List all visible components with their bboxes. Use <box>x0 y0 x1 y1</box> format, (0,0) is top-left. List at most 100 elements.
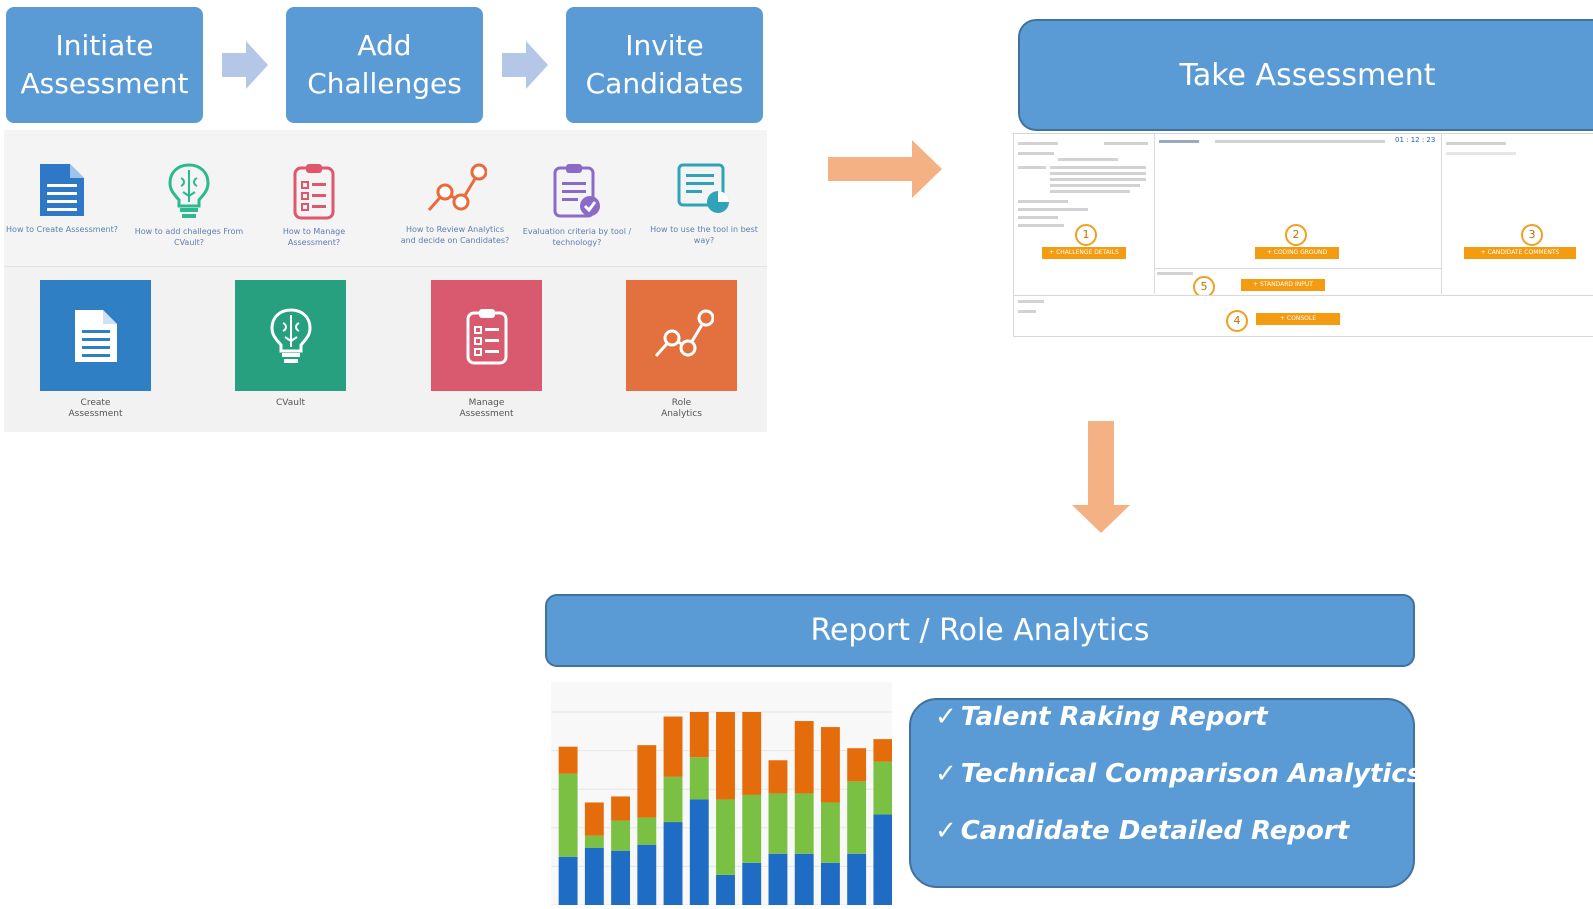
module-tile-create-assessment[interactable] <box>40 280 151 391</box>
step-initiate-assessment: Initiate Assessment <box>6 7 203 123</box>
module-tile-role-analytics[interactable] <box>626 280 737 391</box>
bar-segment-8-series-3 <box>742 862 762 905</box>
analytics-chart <box>551 682 893 906</box>
help-link-add-challenges[interactable]: How to add challeges From CVault? <box>134 162 244 248</box>
candidate-comments-button[interactable]: + CANDIDATE COMMENTS <box>1464 247 1576 259</box>
coding-ground-button[interactable]: + CODING GROUND <box>1255 247 1339 259</box>
module-caption-create-assessment: Create Assessment <box>68 398 123 419</box>
bar-segment-1-series-2 <box>558 773 578 857</box>
flow-arrow-right <box>828 140 942 198</box>
bar-segment-4-series-3 <box>637 844 657 905</box>
step-add-challenges: Add Challenges <box>286 7 483 123</box>
help-links-row: How to Create Assessment? How to add cha… <box>4 130 767 267</box>
bar-segment-5-series-3 <box>663 822 683 905</box>
console-pane: 4 + CONSOLE <box>1014 295 1593 336</box>
bar-segment-1-series-3 <box>558 856 578 905</box>
step-arrow-1 <box>222 41 268 89</box>
console-button[interactable]: + CONSOLE <box>1256 313 1340 325</box>
bar-segment-4-series-1 <box>637 745 657 818</box>
checkmark-icon: ✓ <box>935 816 957 846</box>
take-assessment-box: Take Assessment <box>1018 19 1593 131</box>
coding-ground-pane: 01 : 12 : 23 2 + CODING GROUND 5 + STAND… <box>1155 134 1442 298</box>
role-analytics-icon <box>654 309 714 357</box>
help-link-text: Evaluation criteria by tool / technology… <box>522 227 632 247</box>
bar-segment-5-series-1 <box>663 716 683 777</box>
dashboard-panel: How to Create Assessment? How to add cha… <box>4 130 767 432</box>
help-link-text: How to use the tool in best way? <box>650 225 758 245</box>
report-features-box: ✓Talent Raking Report ✓Technical Compari… <box>909 698 1422 888</box>
document-icon <box>74 309 117 362</box>
lightbulb-brain-icon <box>168 163 210 218</box>
help-link-best-way[interactable]: How to use the tool in best way? <box>649 162 759 246</box>
bar-segment-12-series-1 <box>847 748 867 782</box>
bar-segment-10-series-3 <box>794 853 814 905</box>
bar-segment-7-series-2 <box>716 799 735 875</box>
bar-segment-8-series-2 <box>742 794 762 863</box>
bar-segment-8-series-1 <box>742 712 762 795</box>
step-badge-3: 3 <box>1521 224 1543 246</box>
bar-segment-13-series-1 <box>873 739 893 762</box>
bar-segment-12-series-3 <box>847 853 867 905</box>
monitor-chart-icon <box>677 163 729 213</box>
help-link-text: How to Create Assessment? <box>6 225 118 234</box>
step-badge-2: 2 <box>1285 224 1307 246</box>
feature-item: ✓Talent Raking Report <box>935 702 1268 732</box>
bar-segment-11-series-2 <box>820 802 840 863</box>
bar-segment-7-series-3 <box>716 874 735 905</box>
checkmark-icon: ✓ <box>935 759 957 789</box>
bar-segment-11-series-1 <box>820 727 840 803</box>
help-link-review-analytics[interactable]: How to Review Analytics and decide on Ca… <box>400 162 510 246</box>
bar-segment-9-series-3 <box>768 853 788 905</box>
challenge-details-pane: 1 + CHALLENGE DETAILS <box>1014 134 1155 294</box>
feature-item: ✓Technical Comparison Analytics <box>935 759 1423 789</box>
help-link-text: How to Manage Assessment? <box>282 227 346 247</box>
module-caption-cvault: CVault <box>276 398 305 408</box>
step-badge-4: 4 <box>1226 310 1248 332</box>
step-arrow-2 <box>502 41 548 89</box>
module-tile-cvault[interactable] <box>235 280 346 391</box>
bar-segment-3-series-3 <box>611 850 631 905</box>
bar-segment-9-series-2 <box>768 793 788 854</box>
bar-segment-1-series-1 <box>558 746 578 774</box>
bar-segment-13-series-2 <box>873 761 893 815</box>
help-link-create-assessment[interactable]: How to Create Assessment? <box>6 162 118 235</box>
lightbulb-brain-icon <box>269 307 312 363</box>
help-link-evaluation-criteria[interactable]: Evaluation criteria by tool / technology… <box>522 162 632 248</box>
candidate-comments-pane: 3 + CANDIDATE COMMENTS <box>1442 134 1593 294</box>
document-icon <box>40 164 84 216</box>
clipboard-checklist-icon <box>466 308 507 364</box>
checkmark-icon: ✓ <box>935 702 957 732</box>
module-caption-role-analytics: Role Analytics <box>661 398 702 419</box>
stacked-bar-chart <box>551 711 893 906</box>
challenge-details-button[interactable]: + CHALLENGE DETAILS <box>1042 247 1126 259</box>
assessment-screen-thumbnail: 1 + CHALLENGE DETAILS 01 : 12 : 23 2 + C… <box>1013 133 1593 337</box>
step-invite-candidates: Invite Candidates <box>566 7 763 123</box>
bar-segment-13-series-3 <box>873 814 893 905</box>
clipboard-check-icon <box>553 164 600 218</box>
clipboard-checklist-icon <box>293 164 335 220</box>
help-link-text: How to Review Analytics and decide on Ca… <box>400 225 510 245</box>
help-link-manage-assessment[interactable]: How to Manage Assessment? <box>264 162 364 248</box>
bar-segment-10-series-2 <box>794 793 814 854</box>
bar-segment-3-series-2 <box>611 820 631 851</box>
bar-segment-2-series-3 <box>584 847 604 905</box>
bar-segment-2-series-2 <box>584 835 604 848</box>
bar-segment-3-series-1 <box>611 796 631 821</box>
help-link-text: How to add challeges From CVault? <box>134 227 244 247</box>
clock-readout: 01 : 12 : 23 <box>1395 136 1436 144</box>
step-badge-1: 1 <box>1075 224 1097 246</box>
bar-segment-2-series-1 <box>584 802 604 836</box>
bar-segment-4-series-2 <box>637 817 657 845</box>
standard-input-button[interactable]: + STANDARD INPUT <box>1241 279 1325 291</box>
bar-segment-10-series-1 <box>794 721 814 794</box>
bar-segment-5-series-2 <box>663 776 683 823</box>
module-tile-manage-assessment[interactable] <box>431 280 542 391</box>
bar-segment-7-series-1 <box>716 712 735 800</box>
bar-segment-6-series-1 <box>689 712 709 758</box>
flow-arrow-down <box>1072 421 1130 533</box>
feature-item: ✓Candidate Detailed Report <box>935 816 1350 846</box>
module-caption-manage-assessment: Manage Assessment <box>459 398 514 419</box>
bar-segment-12-series-2 <box>847 781 867 854</box>
report-role-analytics-box: Report / Role Analytics <box>545 594 1415 667</box>
role-analytics-icon <box>427 163 487 211</box>
